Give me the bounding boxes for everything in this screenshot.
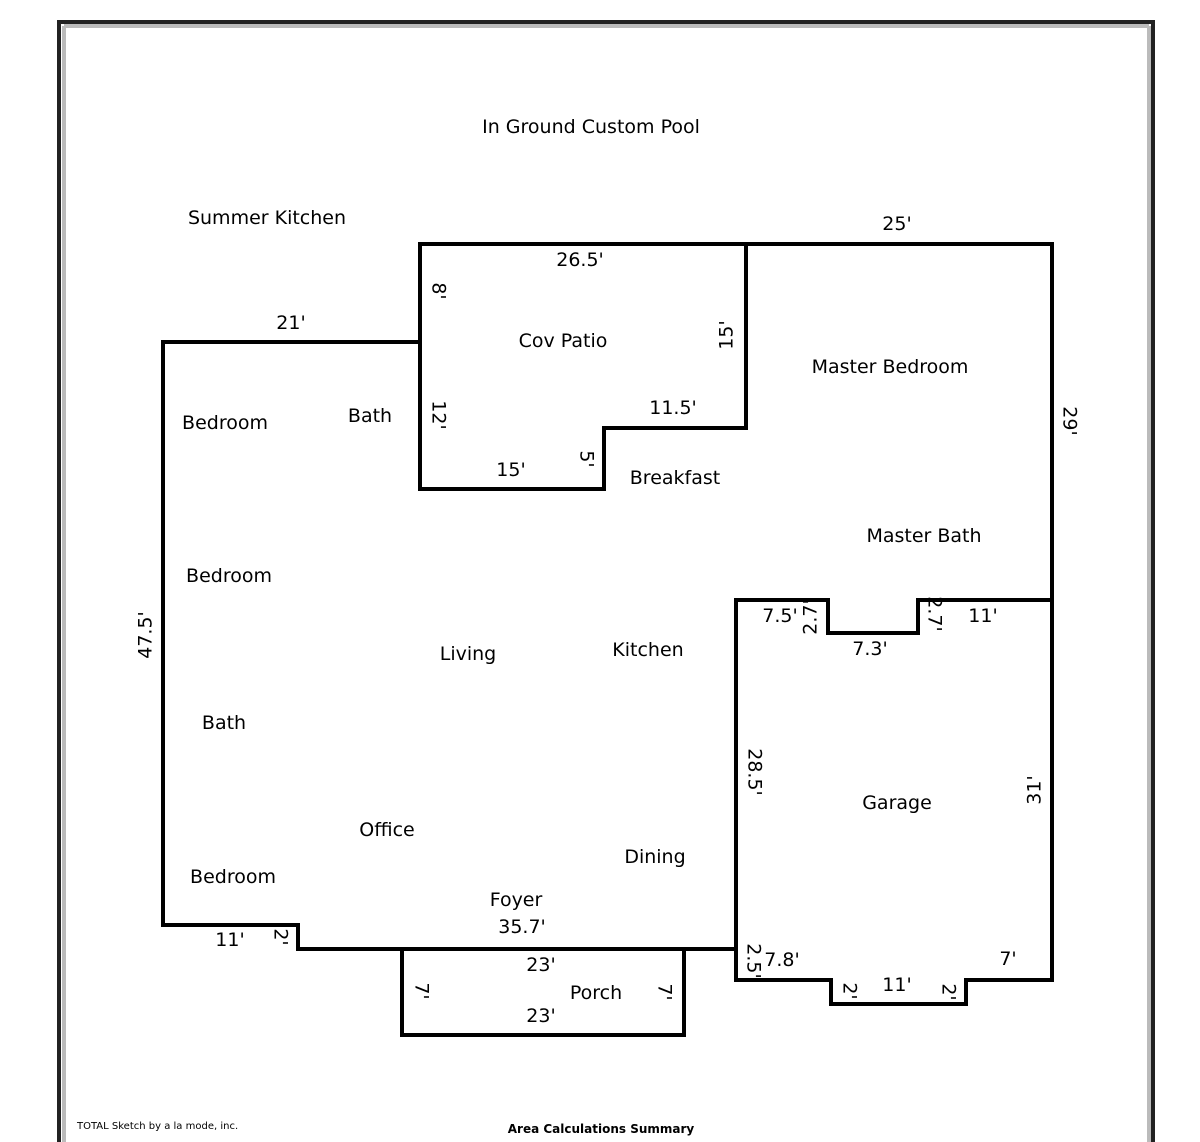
dim-garage-bump-right: 2' [938,983,960,1000]
dim-patio-top: 26.5' [556,249,604,271]
dim-garage-notch-bottom: 7.3' [852,638,887,660]
dim-garage-bump-left: 2' [839,982,861,999]
dim-patio-step: 11.5' [649,397,697,419]
dim-garage-bump-bottom: 11' [882,974,911,996]
dim-right-upper: 29' [1059,406,1081,435]
dim-garage-right: 31' [1024,775,1046,804]
dim-garage-bottom-left: 7.8' [764,949,799,971]
dim-garage-top-left: 7.5' [762,605,797,627]
label-dining: Dining [624,846,685,868]
dim-top-left: 21' [276,312,305,334]
dim-porch-bottom: 23' [526,1005,555,1027]
dim-patio-left-upper: 8' [428,282,450,299]
dim-left: 47.5' [135,611,157,659]
label-kitchen: Kitchen [612,639,683,661]
dim-garage-left: 28.5' [744,748,766,796]
covered-patio-outline [418,242,748,491]
label-bedroom-1: Bedroom [182,412,268,434]
dim-garage-step: 2.5' [743,943,765,978]
dim-bottom-left-step: 2' [270,928,292,945]
label-master-bedroom: Master Bedroom [812,356,969,378]
label-living: Living [440,643,497,665]
dim-patio-right: 15' [716,320,738,349]
dim-bottom-left: 11' [215,929,244,951]
dim-porch-top: 23' [526,954,555,976]
main-house-outline [746,242,1054,600]
page-frame [57,20,1155,1142]
dim-garage-notch-left: 2.7' [800,599,822,634]
dim-garage-top-right: 11' [968,605,997,627]
dim-porch-right: 7' [654,983,676,1000]
label-master-bath: Master Bath [866,525,981,547]
label-cov-patio: Cov Patio [519,330,608,352]
porch-outline [400,947,686,1037]
label-porch: Porch [570,982,622,1004]
label-breakfast: Breakfast [630,467,720,489]
garage-outline [734,598,1054,1006]
label-summer-kitchen: Summer Kitchen [188,207,346,229]
dim-patio-bottom: 15' [496,459,525,481]
dim-patio-left-lower: 12' [428,400,450,429]
dim-garage-notch-right: 2.7' [924,596,946,631]
label-office: Office [359,819,414,841]
footer-area-summary-heading: Area Calculations Summary [508,1122,695,1136]
dim-patio-notch: 5' [576,450,598,467]
label-pool: In Ground Custom Pool [482,116,700,138]
footer-software-credit: TOTAL Sketch by a la mode, inc. [76,1121,238,1132]
dim-front: 35.7' [498,916,546,938]
label-bath-1: Bath [348,405,392,427]
label-bedroom-3: Bedroom [190,866,276,888]
west-wing-outline [161,340,736,951]
label-garage: Garage [862,792,932,814]
label-bedroom-2: Bedroom [186,565,272,587]
label-foyer: Foyer [490,889,543,911]
label-bath-2: Bath [202,712,246,734]
dim-top-right: 25' [882,213,911,235]
dim-garage-bottom-right: 7' [999,948,1016,970]
dim-porch-left: 7' [411,982,433,999]
